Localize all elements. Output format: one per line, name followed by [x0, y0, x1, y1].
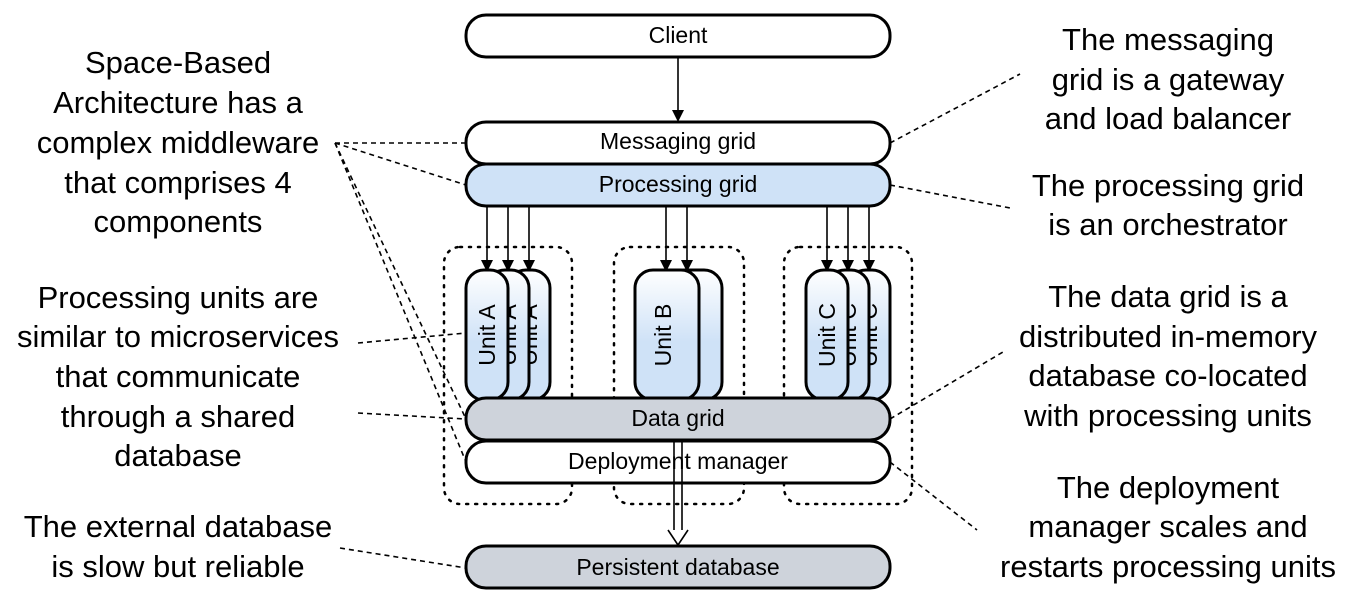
connector-units-to-unita	[357, 332, 467, 344]
persistent-database-label: Persistent database	[576, 554, 779, 580]
dispatch-arrows	[481, 206, 875, 272]
note-processing-line: The processing grid	[1032, 168, 1304, 203]
note-external-db-line: is slow but reliable	[51, 549, 304, 584]
client-label: Client	[649, 22, 708, 48]
connector-datagrid-note	[889, 351, 1004, 420]
note-external-db-line: The external database	[24, 509, 333, 544]
note-processing-units-line: through a shared	[61, 399, 295, 434]
deployment-manager-label: Deployment manager	[568, 448, 788, 474]
datagrid-to-persistent-arrow	[667, 440, 689, 547]
note-data-grid-line: distributed in-memory	[1019, 319, 1318, 354]
connector-space-to-datagrid	[334, 142, 467, 420]
unit-b-stack: Unit B	[633, 268, 724, 402]
note-processing-units-line: similar to microservices	[17, 319, 339, 354]
note-data-grid-line: The data grid is a	[1048, 279, 1288, 314]
note-data-grid: The data grid is a distributed in-memory…	[1019, 279, 1318, 433]
note-messaging-line: The messaging	[1062, 22, 1274, 57]
connector-space-to-deployment	[334, 142, 467, 463]
note-data-grid-line: with processing units	[1023, 398, 1312, 433]
persistent-database-box	[464, 544, 892, 590]
note-space-based-line: components	[94, 204, 263, 239]
note-processing: The processing grid is an orchestrator	[1032, 168, 1304, 242]
connector-external-to-persistent	[339, 547, 467, 569]
note-space-based: Space-Based Architecture has a complex m…	[37, 45, 320, 239]
note-space-based-line: Architecture has a	[53, 85, 304, 120]
note-data-grid-line: database co-located	[1028, 358, 1307, 393]
connector-messaging-note	[889, 73, 1021, 144]
connector-shared-to-datagrid	[357, 412, 467, 420]
note-external-db: The external database is slow but reliab…	[24, 509, 333, 584]
annotation-connectors	[334, 73, 1021, 569]
note-processing-units-line: that communicate	[56, 359, 301, 394]
note-messaging-line: grid is a gateway	[1052, 62, 1285, 97]
note-processing-units: Processing units are similar to microser…	[17, 280, 339, 473]
processing-grid-label: Processing grid	[599, 171, 758, 197]
note-deployment: The deployment manager scales and restar…	[1000, 470, 1336, 584]
note-space-based-line: complex middleware	[37, 125, 320, 160]
connector-processing-note	[889, 184, 1011, 209]
note-processing-line: is an orchestrator	[1048, 207, 1288, 242]
note-processing-units-line: Processing units are	[38, 280, 319, 315]
unit-b-label: Unit B	[650, 304, 676, 367]
unit-c-label: Unit C	[814, 303, 840, 367]
deployment-manager-box	[464, 439, 892, 485]
processing-grid-box	[464, 162, 892, 208]
note-deployment-line: The deployment	[1057, 470, 1280, 505]
unit-group-b-outline	[612, 245, 746, 506]
connector-space-to-processing	[334, 142, 467, 186]
note-messaging-line: and load balancer	[1045, 101, 1291, 136]
note-deployment-line: restarts processing units	[1000, 549, 1336, 584]
note-processing-units-line: database	[114, 438, 242, 473]
client-box	[464, 13, 892, 59]
data-grid-label: Data grid	[631, 405, 724, 431]
connector-deployment-note	[889, 461, 978, 531]
unit-c-stack: Unit C Unit C Unit C	[804, 268, 892, 402]
unit-a-stack: Unit A Unit A Unit A	[464, 268, 552, 402]
note-space-based-line: Space-Based	[85, 45, 271, 80]
note-space-based-line: that comprises 4	[64, 165, 291, 200]
messaging-grid-label: Messaging grid	[600, 128, 756, 154]
unit-a-label: Unit A	[474, 304, 500, 366]
note-deployment-line: manager scales and	[1028, 509, 1307, 544]
note-messaging: The messaging grid is a gateway and load…	[1045, 22, 1291, 136]
